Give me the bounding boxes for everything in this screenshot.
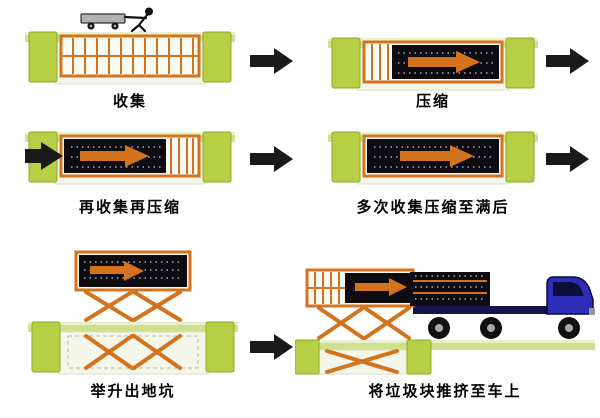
- stage-compress-graphic: [328, 37, 538, 91]
- scissor-lift: [317, 306, 411, 340]
- stage-label-collect: 收集: [112, 92, 147, 110]
- truck-bumper: [589, 308, 595, 315]
- trash-cart-icon: [80, 13, 126, 30]
- truck-window: [553, 282, 584, 296]
- garbage-block-on-truck: [410, 272, 490, 306]
- compress-arrow-icon: [400, 145, 474, 167]
- stage-label-recollect: 再收集再压缩: [78, 198, 181, 216]
- stage-push-graphic: [295, 268, 595, 375]
- compress-arrow-icon: [408, 51, 480, 73]
- flow-arrow-icon: [250, 146, 293, 172]
- stage-label-lift: 举升出地坑: [90, 382, 176, 400]
- pit-walls: [28, 31, 232, 83]
- stage-label-compress: 压缩: [415, 92, 450, 110]
- scissor-lift-lower: [84, 334, 182, 370]
- worker-icon: [123, 7, 153, 33]
- truck: [413, 276, 595, 339]
- lifted-container: [74, 250, 192, 292]
- compress-arrow-icon: [80, 145, 149, 167]
- scissor-lift: [84, 290, 182, 322]
- push-arrow-icon: [355, 278, 407, 296]
- stage-collect-graphic: [25, 7, 235, 85]
- flow-arrow-icon: [250, 48, 293, 74]
- empty-container: [59, 34, 201, 78]
- flow-arrow-icon: [546, 146, 589, 172]
- stage-full-graphic: [328, 131, 538, 185]
- incoming-arrow-icon: [25, 142, 63, 170]
- stage-recollect-graphic: [25, 131, 235, 185]
- flow-arrow-icon: [250, 334, 293, 360]
- flow-arrow-icon: [546, 48, 589, 74]
- stage-label-full: 多次收集压缩至满后: [356, 198, 510, 216]
- stage-lift-graphic: [28, 250, 238, 375]
- scissor-lift-lower: [325, 349, 399, 374]
- stage-label-push: 将垃圾块推挤至车上: [368, 382, 522, 400]
